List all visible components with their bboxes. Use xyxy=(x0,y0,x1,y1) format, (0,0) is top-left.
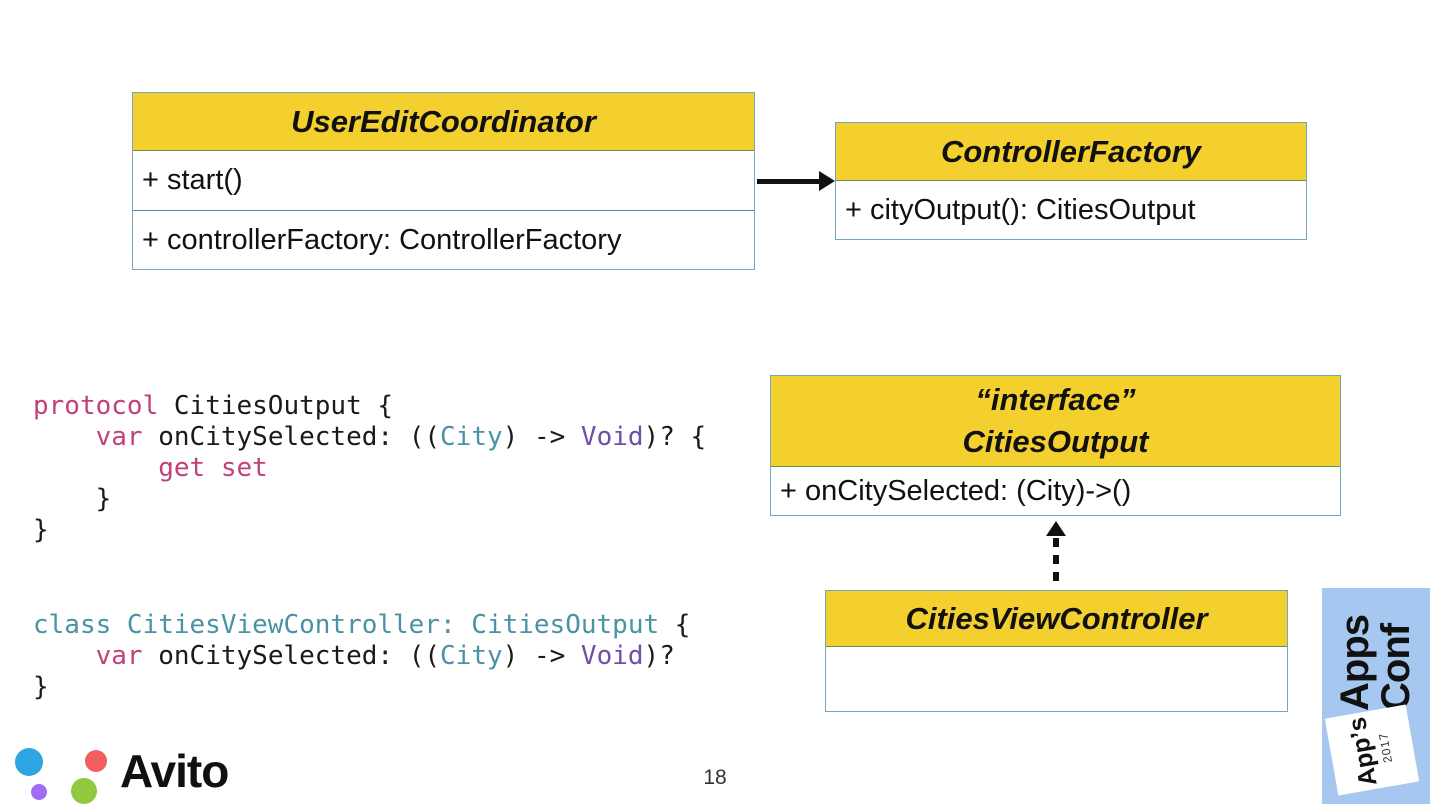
class-box-cities-output-interface: “interface” CitiesOutput + onCitySelecte… xyxy=(770,375,1341,516)
green-dot-icon xyxy=(71,778,97,804)
code-token: onCitySelected: (( xyxy=(142,422,441,452)
code-line: protocol CitiesOutput { xyxy=(33,391,706,422)
code-token: } xyxy=(33,484,112,514)
class-stereotype: “interface” xyxy=(975,382,1136,417)
class-member: + controllerFactory: ControllerFactory xyxy=(133,210,754,269)
appsconf-badge-card: Appʼs 2017 xyxy=(1324,704,1420,796)
code-token: onCitySelected: (( xyxy=(142,641,441,671)
code-token: ) -> xyxy=(502,422,581,452)
association-arrowhead-icon xyxy=(819,171,835,191)
class-title: ControllerFactory xyxy=(836,123,1306,181)
class-box-controller-factory: ControllerFactory + cityOutput(): Cities… xyxy=(835,122,1307,240)
appsconf-line2: Conf xyxy=(1374,623,1418,711)
avito-logo: Avito xyxy=(14,742,229,804)
blue-dot-icon xyxy=(15,748,43,776)
code-token: { xyxy=(659,610,691,640)
code-token: get set xyxy=(158,453,268,483)
appsconf-line1: Apps xyxy=(1333,615,1377,711)
code-line: } xyxy=(33,484,706,515)
code-token: } xyxy=(33,515,49,545)
code-token: City xyxy=(440,641,503,671)
code-token: )? { xyxy=(643,422,707,452)
class-empty-body xyxy=(826,647,1287,711)
class-title: UserEditCoordinator xyxy=(133,93,754,151)
code-token: CitiesOutput { xyxy=(173,391,394,421)
protocol-code-block: protocol CitiesOutput { var onCitySelect… xyxy=(33,391,706,546)
code-token: protocol xyxy=(33,391,174,421)
code-token xyxy=(33,453,158,483)
association-line xyxy=(757,179,821,184)
avito-dots-icon xyxy=(14,742,108,804)
avito-wordmark: Avito xyxy=(120,745,229,797)
class-title: “interface” CitiesOutput xyxy=(771,376,1340,467)
appsconf-banner: Apps Conf Appʼs 2017 xyxy=(1322,588,1430,804)
code-line: } xyxy=(33,672,690,703)
class-name: CitiesOutput xyxy=(962,424,1149,459)
purple-dot-icon xyxy=(31,784,47,800)
class-title: CitiesViewController xyxy=(826,591,1287,647)
code-line: var onCitySelected: ((City) -> Void)? { xyxy=(33,422,707,453)
code-token xyxy=(33,422,96,452)
code-token: var xyxy=(95,422,143,452)
code-token: ) -> xyxy=(502,641,581,671)
appsconf-wordmark: Apps Conf xyxy=(1333,615,1418,711)
code-token: class CitiesViewController: CitiesOutput xyxy=(33,610,660,640)
code-token: var xyxy=(95,641,143,671)
realization-arrowhead-icon xyxy=(1046,521,1066,536)
code-token: )? xyxy=(643,641,675,671)
code-token xyxy=(33,641,96,671)
code-token: } xyxy=(33,672,49,702)
code-line: var onCitySelected: ((City) -> Void)? xyxy=(33,641,690,672)
code-token: Void xyxy=(580,422,644,452)
code-token: City xyxy=(440,422,503,452)
realization-dashed-line xyxy=(1053,538,1059,588)
class-member: + onCitySelected: (City)->() xyxy=(771,467,1340,515)
page-number: 18 xyxy=(703,766,727,789)
class-box-user-edit-coordinator: UserEditCoordinator + start() + controll… xyxy=(132,92,755,270)
class-code-block: class CitiesViewController: CitiesOutput… xyxy=(33,610,690,703)
code-line: } xyxy=(33,515,706,546)
class-member: + start() xyxy=(133,151,754,210)
code-line: get set xyxy=(33,453,706,484)
red-dot-icon xyxy=(85,750,107,772)
code-line: class CitiesViewController: CitiesOutput… xyxy=(33,610,690,641)
class-member: + cityOutput(): CitiesOutput xyxy=(836,181,1306,239)
code-token: Void xyxy=(580,641,644,671)
appsconf-badge-inner: Appʼs 2017 xyxy=(1343,712,1398,788)
class-box-cities-view-controller: CitiesViewController xyxy=(825,590,1288,712)
